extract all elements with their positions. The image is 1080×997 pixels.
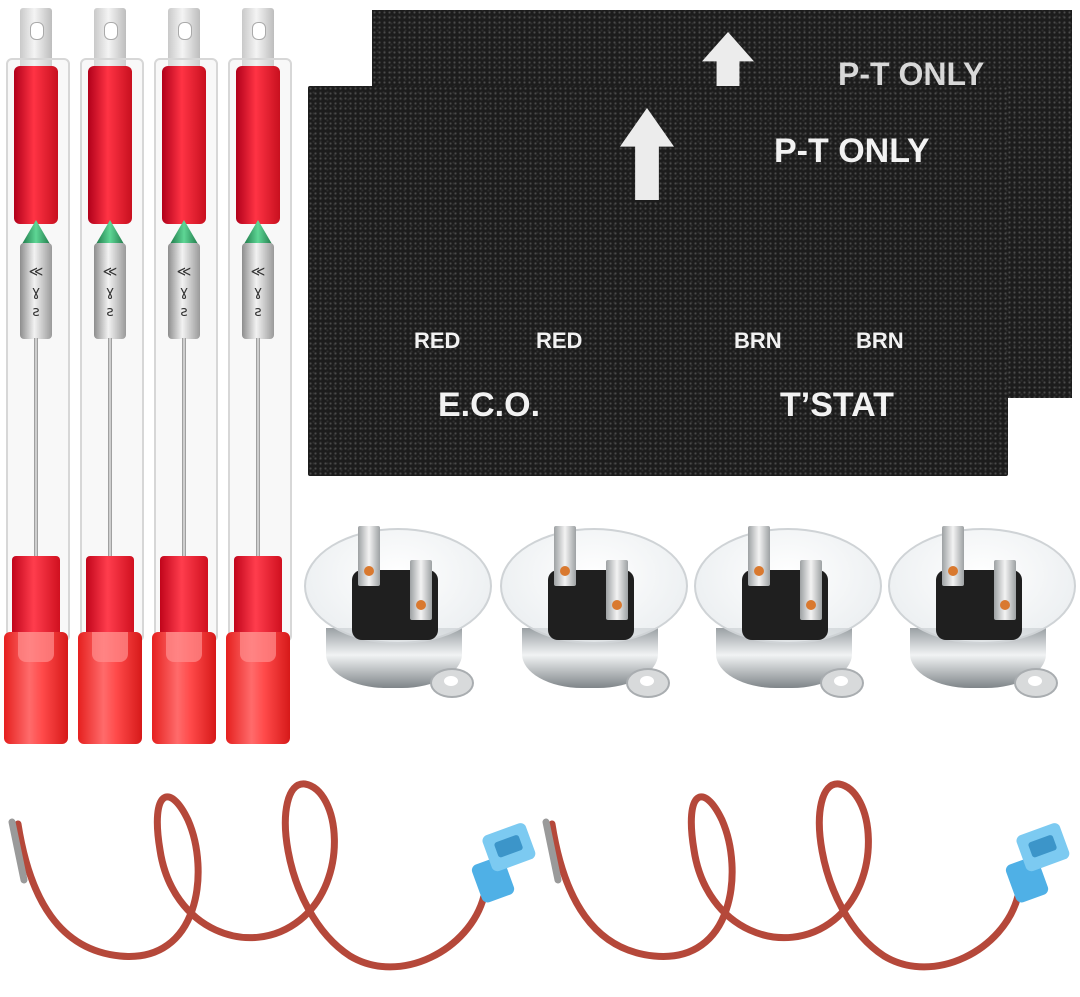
pad-label-eco: E.C.O. [438,386,541,424]
thermostat-mount-tab [1014,668,1058,698]
blue-spade-connector-icon [471,823,536,903]
pad-label-tstat: T’STAT [780,386,894,424]
up-arrow-icon [620,108,674,200]
fuse-body [20,243,52,339]
wire-harness-1 [8,780,536,971]
fuse-red-connector [152,632,216,744]
thermostat-mount-tab [626,668,670,698]
wire-harnesses [8,780,1070,971]
thermostat-2 [496,522,692,712]
fuse-body [168,243,200,339]
fuse-red-connector [78,632,142,744]
brown-wire [14,780,488,971]
thermostat-terminal [942,526,964,586]
brown-wire [548,780,1022,971]
thermostat-3 [690,522,886,712]
fuse-body [94,243,126,339]
fuse-red-connector [4,632,68,744]
fuse-red-sleeve [86,556,134,640]
thermostat-terminal [800,560,822,620]
fuse-red-connector [226,632,290,744]
thermostat-mount-tab [430,668,474,698]
fuse-lead-wire [256,338,260,558]
fuse-body [242,243,274,339]
stripped-wire-end [8,818,28,884]
fuse-lead-wire [182,338,186,558]
pad-front-label: P-T ONLY [774,132,930,170]
thermostat-terminal [410,560,432,620]
pad-label-brn-1: BRN [734,328,782,353]
thermostat-terminal [358,526,380,586]
fuse-red-heatshrink [14,66,58,224]
fuse-red-sleeve [234,556,282,640]
blue-spade-connector-icon [1005,823,1070,903]
pad-label-red-1: RED [414,328,461,353]
foam-pad-front: P-T ONLY RED RED BRN BRN E.C.O. T’STAT [308,86,1008,476]
wire-harness-2 [542,780,1070,971]
thermostat-terminal [748,526,770,586]
fuse-lead-wire [34,338,38,558]
thermostat-terminal [554,526,576,586]
thermostat-terminal [606,560,628,620]
fuse-red-heatshrink [88,66,132,224]
fuse-red-heatshrink [162,66,206,224]
thermostat-mount-tab [820,668,864,698]
pad-label-red-2: RED [536,328,583,353]
thermostat-terminal [994,560,1016,620]
fuse-red-sleeve [160,556,208,640]
fuse-red-heatshrink [236,66,280,224]
thermostat-1 [300,522,496,712]
stripped-wire-end [542,818,562,884]
thermostat-4 [884,522,1080,712]
fuse-red-sleeve [12,556,60,640]
fuse-lead-wire [108,338,112,558]
pad-label-brn-2: BRN [856,328,904,353]
